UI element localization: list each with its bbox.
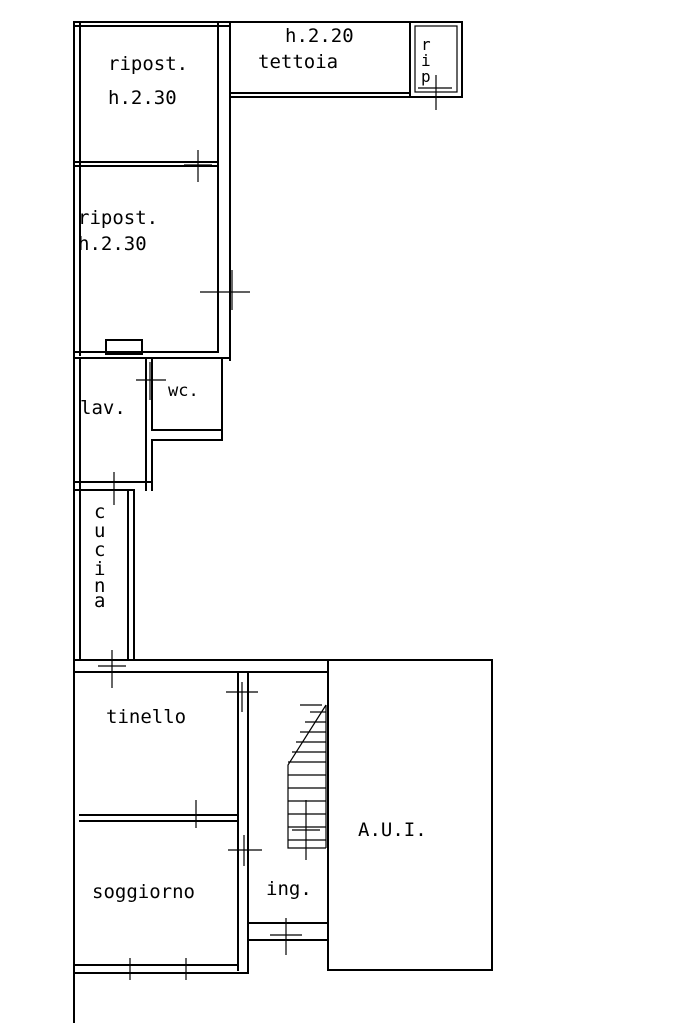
tinello-label: tinello [106, 706, 186, 728]
reference-marks [98, 75, 452, 980]
cucina-letter: i [94, 558, 105, 580]
soggiorno-label: soggiorno [92, 881, 195, 903]
ripost-top-label: ripost. [108, 53, 188, 75]
aui-label: A.U.I. [358, 819, 427, 841]
rip-label: r i p [421, 35, 431, 86]
ripost-mid-label: ripost. [78, 207, 158, 229]
rip-letter: r [421, 35, 431, 54]
cucina-letter: u [94, 520, 105, 542]
wc-label: wc. [168, 381, 199, 401]
rip-letter: i [421, 51, 431, 70]
outer-walls [73, 21, 493, 1023]
cucina-letter: c [94, 539, 105, 561]
cucina-letter: n [94, 575, 105, 597]
tettoia-height-label: h.2.20 [285, 25, 354, 47]
cucina-letter: c [94, 501, 105, 523]
ripost-top-height-label: h.2.30 [108, 87, 177, 109]
cucina-letter: a [94, 590, 105, 612]
cucina-label: c u c i n a [94, 501, 105, 612]
tettoia-label: tettoia [258, 51, 338, 73]
staircase [287, 704, 327, 849]
lav-label: lav. [80, 397, 126, 419]
ripost-mid-height-label: h.2.30 [78, 233, 147, 255]
rip-letter: p [421, 67, 431, 86]
ing-label: ing. [266, 878, 312, 900]
